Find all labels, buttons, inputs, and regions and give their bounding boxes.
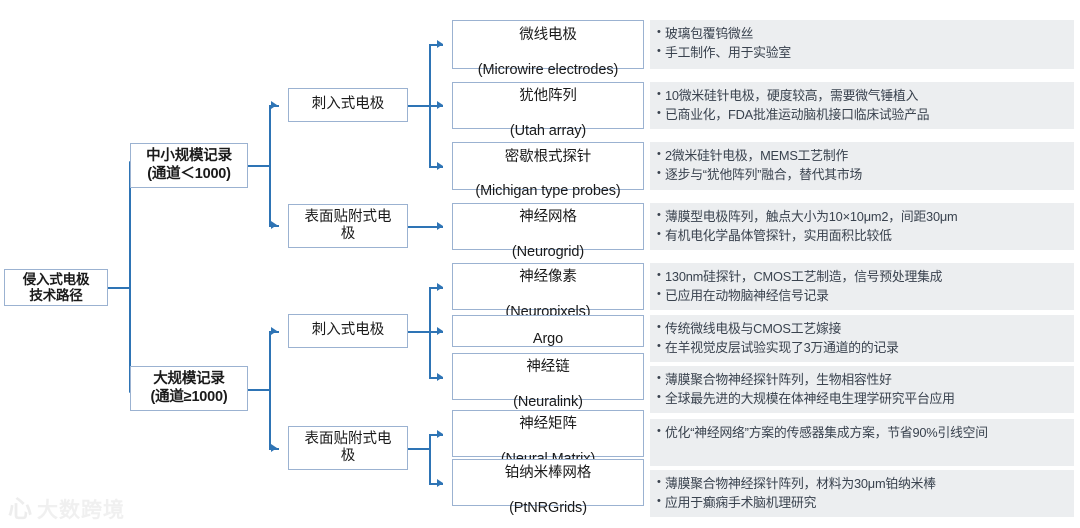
leaf-node-argo[interactable]: Argo	[452, 315, 644, 347]
desc-bullet: 优化“神经网络”方案的传感器集成方案，节省90%引线空间	[657, 424, 1067, 443]
desc-bullet: 薄膜聚合物神经探针阵列，材料为30μm铂纳米棒	[657, 475, 1067, 494]
arrow-leaf4	[437, 221, 443, 230]
connector-branch2-out	[248, 389, 270, 391]
leaf-node-neuropixels[interactable]: 神经像素 (Neuropixels)	[452, 263, 644, 320]
leaf-title-en: (Neurogrid)	[511, 243, 585, 260]
leaf-title-cn: 铂纳米棒网格	[504, 465, 592, 482]
leaf-title-cn: 微线电极	[519, 27, 577, 44]
leaf-node-utah-array[interactable]: 犹他阵列 (Utah array)	[452, 82, 644, 139]
category-node-penetrating-1[interactable]: 刺入式电极	[288, 88, 408, 122]
leaf-label-microwire: 微线电极 (Microwire electrodes)	[477, 10, 619, 78]
arrow-leaf1	[437, 39, 443, 48]
desc-bullet: 手工制作、用于实验室	[657, 44, 1067, 63]
desc-bullet: 薄膜聚合物神经探针阵列，生物相容性好	[657, 371, 1067, 390]
leaf-label-neurogrid: 神经网格 (Neurogrid)	[512, 192, 584, 260]
desc-panel-neuropixels: 130nm硅探针，CMOS工艺制造，信号预处理集成 已应用在动物脑神经信号记录	[650, 263, 1074, 310]
leaf-label-ptnrgrids: 铂纳米棒网格 (PtNRGrids)	[504, 448, 592, 516]
desc-bullet: 薄膜型电极阵列，触点大小为10×10μm2，间距30μm	[657, 208, 1067, 227]
arrow-leaf9	[437, 478, 443, 487]
desc-bullet: 已商业化，FDA批准运动脑机接口临床试验产品	[657, 106, 1067, 125]
leaf-node-microwire[interactable]: 微线电极 (Microwire electrodes)	[452, 20, 644, 78]
connector-cat4-to-leaf8	[429, 434, 443, 436]
connector-cat4-to-leaf9	[429, 483, 443, 485]
leaf-label-neuropixels: 神经像素 (Neuropixels)	[506, 252, 591, 320]
connector-cat3-out	[408, 331, 430, 333]
leaf-label-neuralink: 神经链 (Neuralink)	[513, 342, 583, 410]
connector-branch1-out	[248, 165, 270, 167]
connector-cat1-to-leaf2	[429, 105, 443, 107]
leaf-title-en: (Utah array)	[509, 122, 587, 139]
connector-cat1-to-leaf3	[429, 166, 443, 168]
desc-panel-utah-array: 10微米硅针电极，硬度较高，需要微气锤植入 已商业化，FDA批准运动脑机接口临床…	[650, 82, 1074, 129]
connector-branch2-spine	[269, 331, 271, 448]
desc-panel-microwire: 玻璃包覆钨微丝 手工制作、用于实验室	[650, 20, 1074, 69]
desc-bullet: 传统微线电极与CMOS工艺嫁接	[657, 320, 1067, 339]
leaf-node-neuralink[interactable]: 神经链 (Neuralink)	[452, 353, 644, 410]
arrow-leaf5	[437, 282, 443, 291]
desc-panel-ptnrgrids: 薄膜聚合物神经探针阵列，材料为30μm铂纳米棒 应用于癫痫手术脑机理研究	[650, 470, 1074, 517]
watermark-text: 大数跨境	[37, 498, 125, 522]
leaf-title-cn: 神经网格	[519, 209, 577, 226]
desc-bullet: 已应用在动物脑神经信号记录	[657, 287, 1067, 306]
connector-cat1-out	[408, 105, 430, 107]
leaf-title-cn: 神经矩阵	[519, 416, 577, 433]
leaf-title-en: (Michigan type probes)	[475, 183, 621, 200]
watermark-logo-icon: 心	[8, 496, 32, 523]
arrow-leaf6	[437, 326, 443, 335]
connector-root-out	[108, 287, 130, 289]
root-node[interactable]: 侵入式电极 技术路径	[4, 269, 108, 306]
leaf-title-en: (PtNRGrids)	[509, 499, 587, 516]
desc-panel-michigan-probes: 2微米硅针电极，MEMS工艺制作 逐步与“犹他阵列”融合，替代其市场	[650, 142, 1074, 190]
desc-bullet: 2微米硅针电极，MEMS工艺制作	[657, 147, 1067, 166]
connector-cat3-to-leaf5	[429, 287, 443, 289]
leaf-title-cn: Argo	[532, 331, 564, 347]
leaf-label-michigan-probes: 密歇根式探针 (Michigan type probes)	[475, 132, 620, 200]
category-node-surface-1[interactable]: 表面贴附式电 极	[288, 204, 408, 248]
leaf-title-cn: 密歇根式探针	[504, 148, 592, 165]
desc-bullet: 有机电化学晶体管探针，实用面积比较低	[657, 227, 1067, 246]
leaf-label-argo: Argo	[533, 314, 563, 348]
desc-bullet: 玻璃包覆钨微丝	[657, 25, 1067, 44]
connector-cat2-to-leaf4	[408, 226, 443, 228]
connector-root-spine	[129, 165, 131, 389]
leaf-title-en: (Microwire electrodes)	[477, 61, 619, 78]
arrow-leaf7	[437, 372, 443, 381]
connector-cat1-to-leaf1	[429, 44, 443, 46]
arrow-leaf3	[437, 161, 443, 170]
desc-panel-argo: 传统微线电极与CMOS工艺嫁接 在羊视觉皮层试验实现了3万通道的的记录	[650, 315, 1074, 362]
connector-cat3-to-leaf6	[429, 331, 443, 333]
leaf-label-utah-array: 犹他阵列 (Utah array)	[510, 71, 586, 139]
desc-panel-neuralink: 薄膜聚合物神经探针阵列，生物相容性好 全球最先进的大规模在体神经电生理学研究平台…	[650, 366, 1074, 413]
category-node-surface-2[interactable]: 表面贴附式电 极	[288, 426, 408, 470]
branch-node-large-scale[interactable]: 大规模记录 (通道≥1000)	[130, 366, 248, 411]
desc-bullet: 在羊视觉皮层试验实现了3万通道的的记录	[657, 339, 1067, 358]
desc-panel-neural-matrix: 优化“神经网络”方案的传感器集成方案，节省90%引线空间	[650, 419, 1074, 466]
connector-cat4-out	[408, 448, 430, 450]
leaf-title-en: (Neuralink)	[513, 393, 583, 410]
connector-cat3-to-leaf7	[429, 377, 443, 379]
arrow-cat4	[271, 443, 277, 452]
leaf-node-neurogrid[interactable]: 神经网格 (Neurogrid)	[452, 203, 644, 260]
desc-bullet: 10微米硅针电极，硬度较高，需要微气锤植入	[657, 87, 1067, 106]
connector-cat4-spine	[429, 434, 431, 483]
leaf-node-michigan-probes[interactable]: 密歇根式探针 (Michigan type probes)	[452, 142, 644, 199]
desc-panel-neurogrid: 薄膜型电极阵列，触点大小为10×10μm2，间距30μm 有机电化学晶体管探针，…	[650, 203, 1074, 250]
desc-bullet: 130nm硅探针，CMOS工艺制造，信号预处理集成	[657, 268, 1067, 287]
desc-bullet: 应用于癫痫手术脑机理研究	[657, 494, 1067, 513]
arrow-leaf8	[437, 429, 443, 438]
arrow-cat2	[271, 220, 277, 229]
arrow-cat1	[271, 100, 277, 109]
leaf-title-cn: 神经像素	[519, 269, 577, 286]
desc-bullet: 逐步与“犹他阵列”融合，替代其市场	[657, 166, 1067, 185]
leaf-title-cn: 犹他阵列	[519, 88, 577, 105]
category-node-penetrating-2[interactable]: 刺入式电极	[288, 314, 408, 348]
connector-branch1-spine	[269, 105, 271, 225]
branch-node-small-scale[interactable]: 中小规模记录 (通道＜1000)	[130, 143, 248, 188]
arrow-cat3	[271, 326, 277, 335]
watermark: 心 大数跨境	[8, 498, 125, 522]
leaf-title-cn: 神经链	[526, 359, 570, 376]
desc-bullet: 全球最先进的大规模在体神经电生理学研究平台应用	[657, 390, 1067, 409]
leaf-node-ptnrgrids[interactable]: 铂纳米棒网格 (PtNRGrids)	[452, 459, 644, 516]
arrow-leaf2	[437, 100, 443, 109]
